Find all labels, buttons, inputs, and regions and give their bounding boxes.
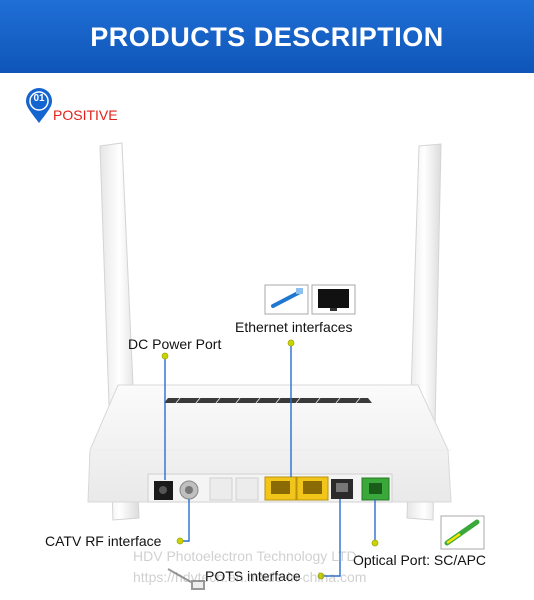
watermark-url: https://hdvtech.en.made-in-china.com [133, 569, 367, 585]
section-label: POSITIVE [53, 107, 118, 123]
catv-label: CATV RF interface [45, 533, 162, 549]
pots-label: POTS interface [205, 568, 301, 584]
ethernet-label: Ethernet interfaces [235, 319, 353, 335]
phone-cord-icon [167, 568, 205, 590]
callout-dot-pots [317, 572, 325, 580]
map-pin-icon [26, 88, 52, 123]
section-number: 01 [33, 93, 45, 104]
header-banner [0, 0, 534, 73]
callout-dot-catv [176, 537, 184, 545]
callout-dot-optical [371, 539, 379, 547]
callout-line-catv [181, 499, 190, 542]
page-title: PRODUCTS DESCRIPTION [90, 22, 444, 52]
optical-label: Optical Port: SC/APC [353, 552, 487, 568]
callout-dot-ethernet [287, 339, 295, 347]
watermark-company: HDV Photoelectron Technology LTD [133, 548, 357, 564]
callout-line-pots [322, 499, 341, 577]
dc-power-label: DC Power Port [128, 336, 222, 352]
top-vent [164, 398, 372, 403]
callout-dot-dc [161, 352, 169, 360]
